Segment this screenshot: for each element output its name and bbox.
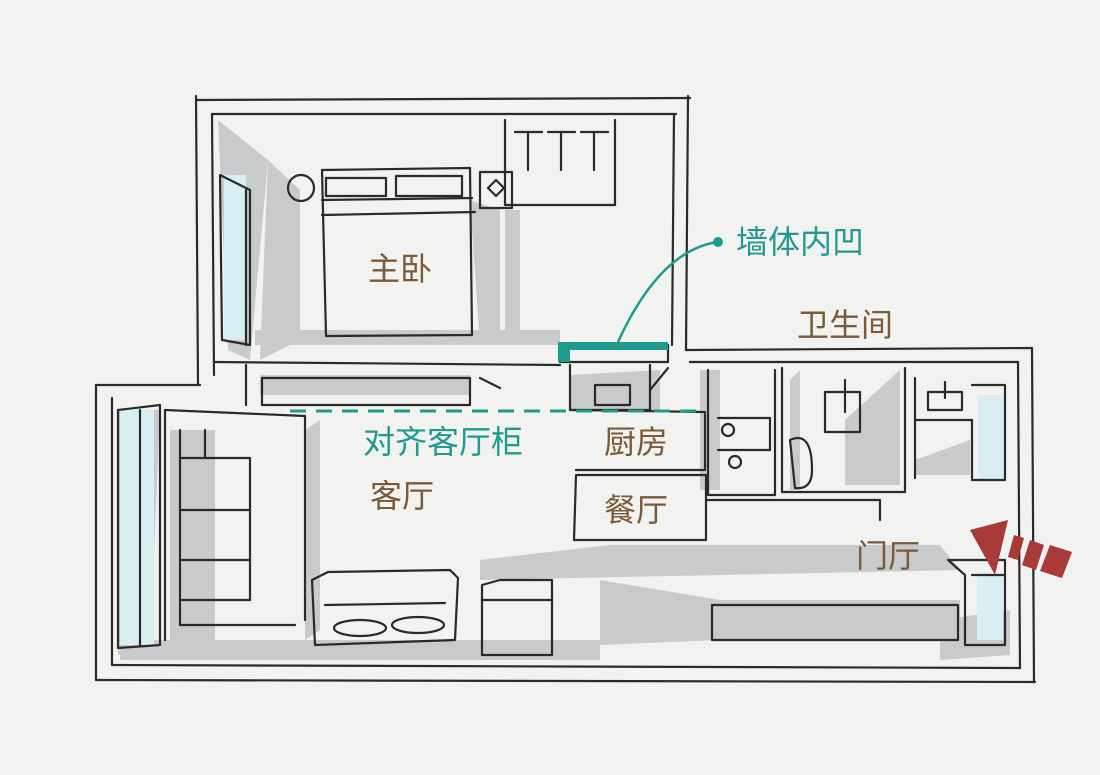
wall-lines [94, 94, 1037, 684]
label-foyer: 门厅 [856, 537, 921, 575]
label-dining: 餐厅 [604, 491, 669, 529]
label-wall-recess: 墙体内凹 [736, 223, 865, 261]
entry-arrow-icon [970, 520, 1072, 578]
wall-recess-annotation [558, 237, 723, 362]
label-living-room: 客厅 [370, 477, 435, 515]
window-glass-layer [120, 175, 1004, 645]
label-kitchen: 厨房 [604, 423, 669, 461]
label-master-bedroom: 主卧 [368, 250, 433, 288]
label-align-cabinet: 对齐客厅柜 [363, 423, 524, 461]
shadow-layer [118, 120, 1010, 660]
label-bathroom: 卫生间 [797, 306, 894, 344]
